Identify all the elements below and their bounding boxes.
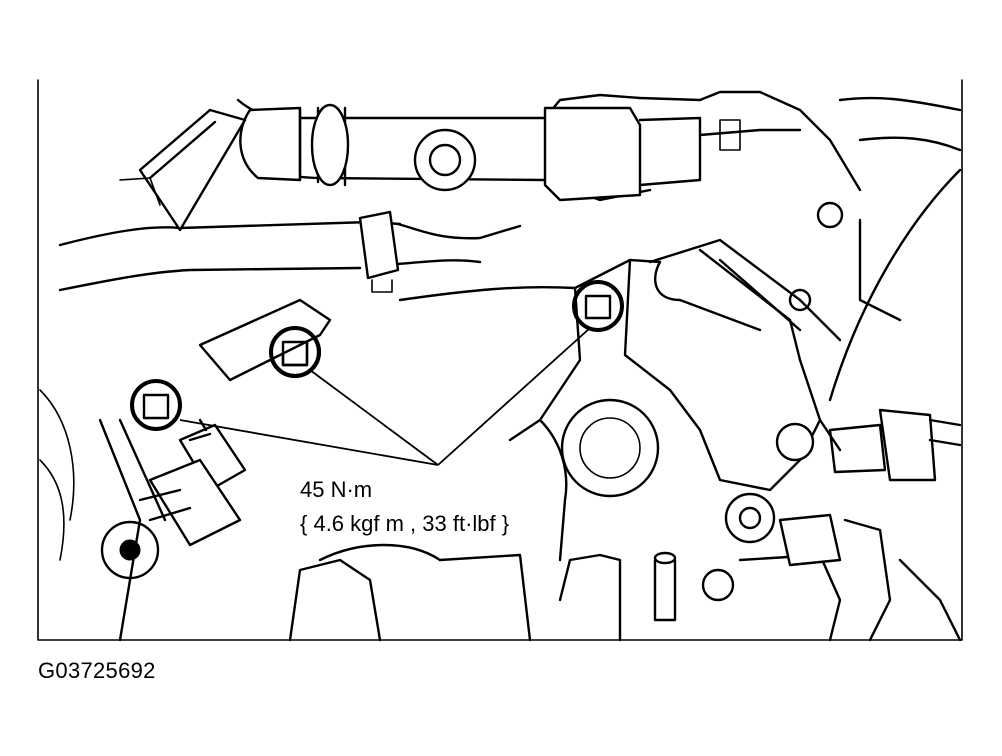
leader-lines bbox=[179, 327, 591, 466]
torque-conversion: { 4.6 kgf m , 33 ft·lbf } bbox=[300, 511, 510, 536]
left-bracket bbox=[119, 108, 247, 232]
bolt-center bbox=[198, 298, 332, 382]
torque-value: 45 N·m bbox=[300, 477, 373, 502]
lower-components bbox=[288, 513, 962, 642]
torque-callout: 45 N·m { 4.6 kgf m , 33 ft·lbf } bbox=[298, 473, 514, 541]
left-curved-hose bbox=[58, 210, 522, 293]
bolt-right bbox=[572, 280, 624, 332]
illustration-border-lines bbox=[37, 79, 963, 641]
right-components bbox=[788, 96, 962, 482]
engine-housing bbox=[398, 238, 842, 562]
figure-code: G03725692 bbox=[38, 658, 156, 683]
bolt-left bbox=[130, 379, 182, 431]
upper-hose-assembly bbox=[236, 90, 862, 202]
sensor-connector bbox=[39, 389, 247, 642]
